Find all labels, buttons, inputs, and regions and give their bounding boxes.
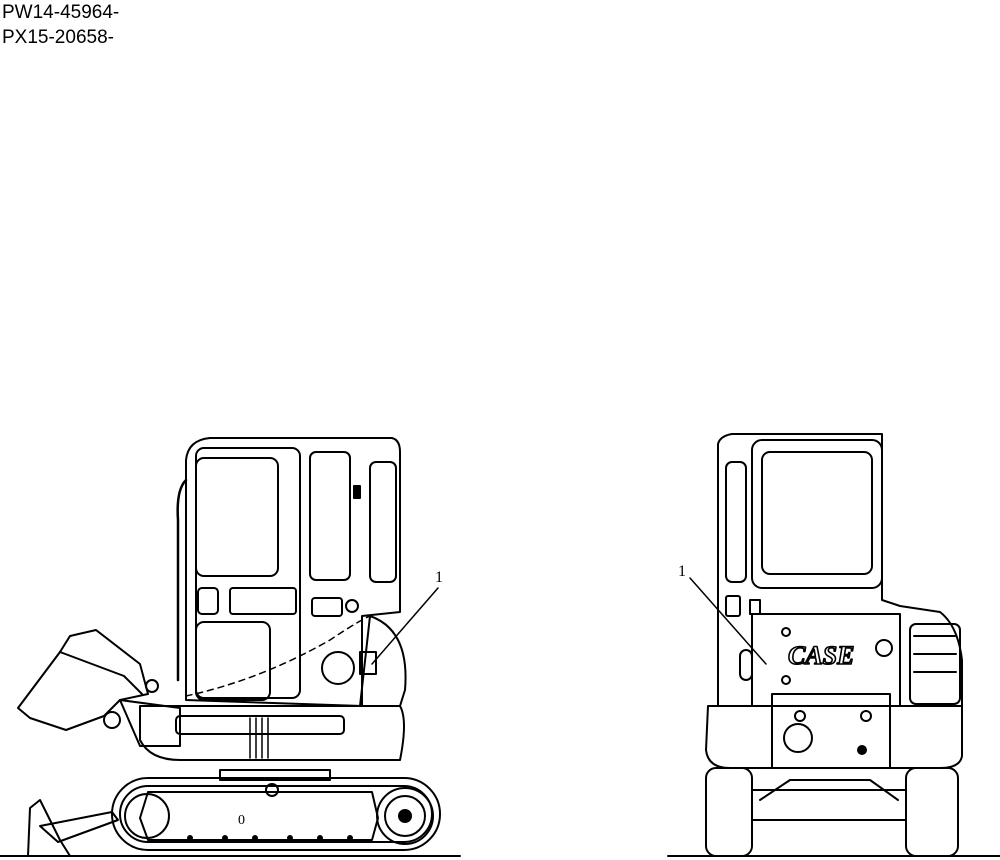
sprocket-wheel <box>376 787 434 845</box>
callout-1-side: 1 <box>435 569 443 586</box>
side-view: 0 <box>0 437 461 857</box>
callout-1-rear: 1 <box>678 563 686 580</box>
callout-leader-side <box>371 587 439 665</box>
cab <box>176 437 401 707</box>
brand-logo: CASE <box>788 641 855 670</box>
rear-tracks <box>705 767 959 857</box>
serial-number-2: PX15-20658- <box>2 27 114 48</box>
rear-cab: CASE <box>717 433 963 707</box>
decal-location-side <box>359 651 377 675</box>
wheel-mark: 0 <box>238 813 245 828</box>
serial-number-block: PW14-45964- PX15-20658- <box>2 0 119 50</box>
sprocket-hub <box>384 795 426 837</box>
callout-leader-rear <box>689 577 767 665</box>
serial-number-1: PW14-45964- <box>2 2 120 23</box>
center-joint <box>265 783 279 797</box>
track-outer <box>111 777 441 851</box>
track-frame <box>139 791 379 841</box>
dozer-blade <box>27 799 119 857</box>
tow-eye <box>783 723 813 753</box>
logo-mark <box>875 639 893 657</box>
sprocket-center <box>398 809 412 823</box>
swing-bearing <box>219 769 331 781</box>
boom-bracket <box>17 629 181 747</box>
upper-structure <box>139 615 407 761</box>
rear-view: CASE 1 <box>667 433 1000 857</box>
counterweight <box>705 693 963 769</box>
track-assembly: 0 <box>111 777 441 851</box>
idler-wheel <box>124 793 170 839</box>
